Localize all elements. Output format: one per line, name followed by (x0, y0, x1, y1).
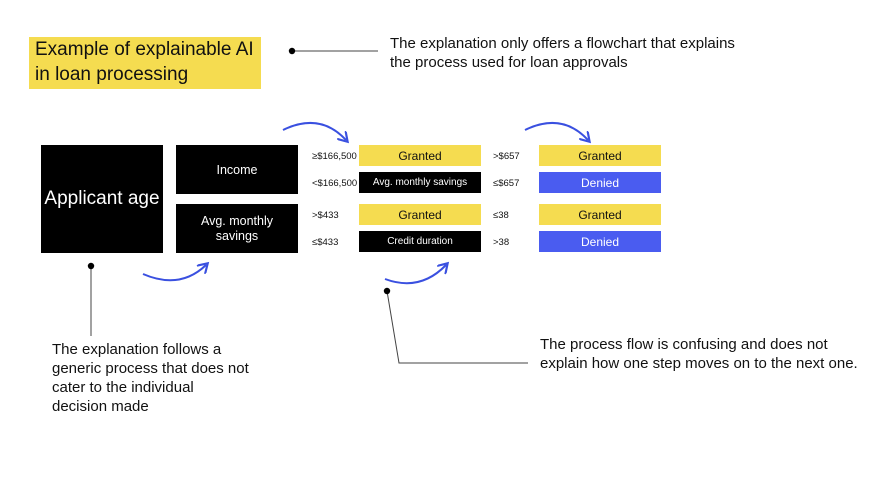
flow-arrow-4 (524, 122, 588, 140)
callout-dot-right (383, 287, 391, 295)
node-applicant-age: Applicant age (41, 145, 163, 253)
threshold-savings-high: >$433 (312, 210, 339, 221)
callout-line-right (386, 290, 528, 364)
page-title: Example of explainable AI in loan proces… (29, 37, 261, 89)
callout-top-right: The explanation only offers a flowchart … (390, 35, 735, 71)
threshold-credit-short: ≤38 (493, 210, 509, 221)
flow-arrow-2 (282, 122, 346, 140)
threshold-avg-savings-high: >$657 (493, 151, 520, 162)
outcome-granted-2: Granted (539, 204, 661, 225)
outcome-denied-2: Denied (539, 231, 661, 252)
flow-arrow-1 (142, 265, 206, 282)
threshold-credit-long: >38 (493, 237, 510, 248)
node-credit-duration: Credit duration (359, 231, 481, 252)
outcome-granted-1: Granted (539, 145, 661, 166)
threshold-income-low: <$166,500 (312, 178, 358, 189)
flow-arrow-3 (384, 265, 446, 285)
title-line-1: Example of explainable AI (35, 39, 254, 60)
node-granted-l2-1: Granted (359, 145, 481, 166)
callout-dot-top (288, 47, 296, 55)
callout-bottom-left: The explanation follows a generic proces… (52, 341, 249, 415)
node-income: Income (176, 145, 298, 194)
title-line-2: in loan processing (35, 64, 189, 85)
callout-bottom-right: The process flow is confusing and does n… (540, 336, 858, 372)
node-avg-monthly-savings-1: Avg. monthly savings (176, 204, 298, 253)
callout-dot-left (87, 262, 95, 270)
threshold-avg-savings-low: ≤$657 (493, 178, 520, 189)
node-avg-monthly-savings-2: Avg. monthly savings (359, 172, 481, 193)
outcome-denied-1: Denied (539, 172, 661, 193)
threshold-income-high: ≥$166,500 (312, 151, 357, 162)
node-granted-l2-2: Granted (359, 204, 481, 225)
threshold-savings-low: ≤$433 (312, 237, 339, 248)
